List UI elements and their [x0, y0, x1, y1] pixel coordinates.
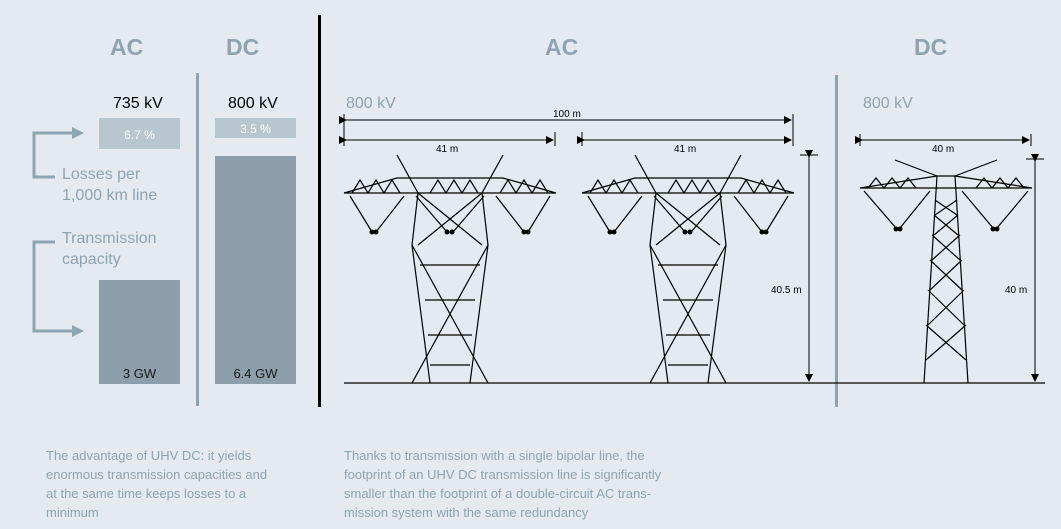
- right-dc-heading: DC: [914, 34, 948, 60]
- left-caption: The advantage of UHV DC: it yields enorm…: [46, 446, 316, 522]
- losses-label-line-2: 1,000 km line: [62, 187, 158, 204]
- losses-label: Losses per 1,000 km line: [62, 164, 157, 206]
- capacity-arrow-icon: [32, 240, 84, 337]
- capacity-label: Transmission capacity: [62, 228, 157, 270]
- dc-height-dimension: [1026, 154, 1044, 384]
- right-caption-line-2: footprint of an UHV DC transmission line…: [344, 467, 662, 482]
- dc-height-label: 40 m: [1005, 285, 1027, 296]
- dc-capacity-bar: 6.4 GW: [215, 156, 296, 384]
- left-caption-line-1: The advantage of UHV DC: it yields: [46, 448, 252, 463]
- left-dc-voltage: 800 kV: [228, 95, 278, 112]
- left-caption-line-2: enormous transmission capacities and: [46, 467, 268, 482]
- right-caption: Thanks to transmission with a single bip…: [344, 446, 724, 522]
- ac-capacity-bar: 3 GW: [99, 280, 180, 384]
- right-caption-line-1: Thanks to transmission with a single bip…: [344, 448, 645, 463]
- panel-divider: [318, 15, 321, 407]
- dc-loss-value: 3.5 %: [240, 122, 271, 136]
- ac-left-tower-width-label: 41 m: [436, 144, 458, 155]
- capacity-label-line-2: capacity: [62, 251, 121, 268]
- right-column-divider: [835, 75, 838, 407]
- capacity-label-line-1: Transmission: [62, 230, 157, 247]
- ac-tower-right-icon: [581, 154, 795, 384]
- left-caption-line-4: minimum: [46, 505, 99, 520]
- right-caption-line-4: mission system with the same redundancy: [344, 505, 589, 520]
- losses-label-line-1: Losses per: [62, 166, 141, 183]
- ac-loss-bar: 6.7 %: [99, 118, 180, 149]
- right-ac-voltage: 800 kV: [346, 95, 396, 112]
- dc-loss-bar: 3.5 %: [215, 118, 296, 138]
- ac-loss-value: 6.7 %: [124, 128, 155, 142]
- ac-height-label: 40.5 m: [771, 285, 802, 296]
- ac-capacity-value: 3 GW: [122, 366, 157, 381]
- losses-arrow-icon: [32, 127, 84, 179]
- ac-width-dimension: [339, 114, 794, 146]
- ac-total-width-label: 100 m: [553, 109, 581, 120]
- right-dc-voltage: 800 kV: [863, 95, 913, 112]
- dc-capacity-value: 6.4 GW: [233, 366, 278, 381]
- ac-height-dimension: [800, 150, 818, 384]
- left-caption-line-3: at the same time keeps losses to a: [46, 486, 247, 501]
- left-ac-voltage: 735 kV: [113, 95, 163, 112]
- dc-tower-icon: [859, 159, 1033, 384]
- right-caption-line-3: smaller than the footprint of a double-c…: [344, 486, 652, 501]
- ac-right-tower-width-label: 41 m: [674, 144, 696, 155]
- left-ac-heading: AC: [110, 34, 144, 60]
- dc-width-dimension: [855, 134, 1032, 146]
- left-column-divider: [196, 73, 199, 406]
- insulator-icons: [369, 226, 1000, 235]
- dc-tower-width-label: 40 m: [932, 144, 954, 155]
- left-bracket-arrows: [32, 127, 84, 337]
- right-ac-heading: AC: [545, 34, 579, 60]
- ac-tower-left-icon: [343, 154, 557, 384]
- left-dc-heading: DC: [226, 34, 260, 60]
